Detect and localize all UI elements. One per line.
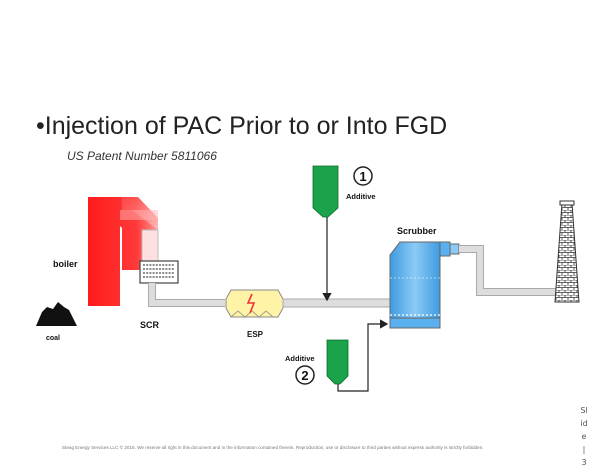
scrubber <box>389 241 460 329</box>
additive-2-label: Additive <box>285 354 315 363</box>
slide-number-tab: Sl id e | 3 <box>577 404 591 469</box>
slide-tab-text: id <box>580 419 588 428</box>
slide-tab-text: 3 <box>581 458 587 467</box>
boiler-label: boiler <box>53 259 78 269</box>
scrubber-label: Scrubber <box>397 226 437 236</box>
slide-title: •Injection of PAC Prior to or Into FGD <box>36 112 448 140</box>
additive-hopper-2 <box>326 319 389 392</box>
injection-point-2-number: 2 <box>301 368 308 383</box>
scr-label: SCR <box>140 320 160 330</box>
slide-tab-text: e <box>581 432 587 441</box>
esp-label: ESP <box>247 330 264 339</box>
injection-point-2-badge <box>295 365 315 385</box>
patent-subtitle: US Patent Number 5811066 <box>67 149 217 163</box>
injection-point-1-number: 1 <box>359 169 366 184</box>
copyright-footer: Steag Energy Services LLC © 2015. We res… <box>62 445 484 450</box>
esp-unit <box>225 289 284 318</box>
scr-reactor <box>139 260 179 284</box>
scrubber-outlet-duct <box>459 246 560 295</box>
injection-point-1-badge <box>353 166 373 186</box>
scr-outlet-duct <box>149 283 225 306</box>
boiler <box>88 197 158 306</box>
additive-1-label: Additive <box>346 192 376 201</box>
esp-outlet-duct <box>282 298 391 308</box>
additive-hopper-1 <box>312 165 339 302</box>
boiler-outlet-duct <box>141 229 159 263</box>
chimney-stack <box>554 200 580 303</box>
coal-label: coal <box>46 335 60 342</box>
slide-tab-text: Sl <box>580 406 588 415</box>
slide-tab-text: | <box>582 445 586 454</box>
scrubber-outlet-duct-border <box>459 245 560 296</box>
coal-pile <box>36 302 77 326</box>
